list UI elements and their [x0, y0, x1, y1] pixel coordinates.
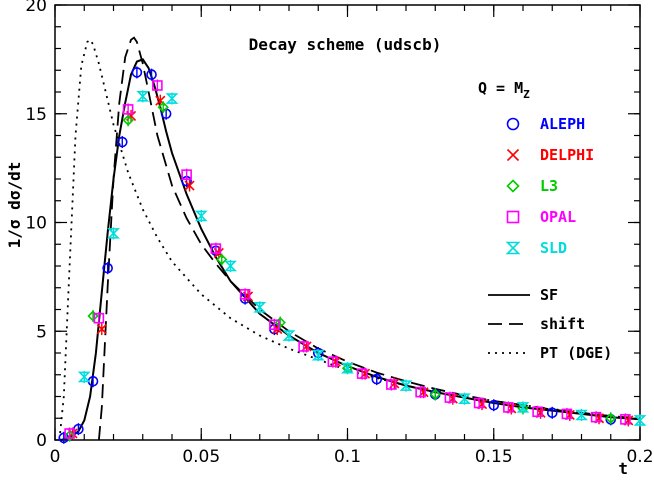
l3-point — [274, 316, 286, 329]
sld-point — [282, 330, 296, 341]
aleph-point — [146, 69, 157, 80]
opal-point — [444, 392, 456, 403]
legend-marker-delphi — [506, 148, 520, 162]
legend-label-shift: shift — [540, 315, 585, 333]
legend-label-aleph: ALEPH — [540, 115, 585, 133]
opal-point — [269, 319, 280, 331]
legend-marker-l3 — [506, 179, 520, 193]
y-tick-label: 15 — [25, 105, 47, 125]
legend-marker-opal — [506, 210, 520, 224]
opal-point — [298, 341, 309, 352]
opal-point — [181, 169, 192, 180]
l3-point — [429, 388, 441, 400]
l3-point — [122, 114, 134, 126]
l3-point — [63, 430, 76, 442]
l3-point — [87, 310, 99, 322]
opal-point — [386, 379, 397, 390]
opal-point — [93, 312, 105, 324]
axis-ticks: 0 0.05 0.1 0.15 0.2 0 5 10 15 20 — [25, 0, 653, 467]
sld-point — [399, 380, 413, 391]
opal-point — [590, 411, 602, 423]
sld-point — [516, 402, 530, 413]
x-tick-label: 0.1 — [334, 447, 361, 467]
legend-label-l3: L3 — [540, 177, 558, 195]
sld-point — [341, 362, 354, 374]
sld-point — [136, 91, 150, 102]
sld-point — [253, 302, 267, 313]
sld-point — [194, 210, 208, 222]
sld-point — [311, 349, 325, 361]
legend-marker-aleph — [506, 117, 520, 131]
aleph-point — [371, 373, 383, 385]
opal-point — [620, 414, 631, 425]
opal-point — [415, 386, 426, 398]
opal-point — [210, 243, 222, 254]
opal-point — [239, 288, 251, 300]
aleph-point — [488, 399, 500, 411]
legend-label-pt-dge: PT (DGE) — [540, 344, 612, 362]
opal-point — [561, 408, 573, 420]
aleph-point — [131, 67, 143, 78]
sld-point — [575, 409, 588, 421]
delphi-point — [184, 180, 195, 191]
opal-point — [503, 402, 514, 413]
sld-point — [165, 93, 179, 104]
legend-label-delphi: DELPHI — [540, 146, 594, 164]
opal-point — [64, 428, 75, 439]
aleph-point — [102, 262, 113, 274]
x-tick-label: 0.15 — [475, 447, 513, 467]
y-tick-label: 5 — [36, 322, 47, 342]
legend-header: Q = MZ — [478, 79, 530, 101]
legend-label-sld: SLD — [540, 239, 567, 257]
data-points — [58, 66, 647, 444]
sld-point — [77, 371, 91, 383]
legend-marker-sld — [505, 241, 521, 255]
y-axis-label: 1/σ dσ/dt — [5, 162, 24, 249]
l3-point — [605, 412, 617, 424]
x-tick-label: 0 — [50, 447, 61, 467]
y-tick-label: 0 — [36, 431, 47, 451]
x-axis-label: t — [618, 459, 628, 478]
opal-point — [152, 80, 163, 91]
sld-point — [633, 415, 647, 426]
sld-point — [224, 260, 237, 272]
opal-point — [532, 406, 543, 418]
sld-point — [458, 393, 471, 404]
curve-pt-dge — [58, 38, 641, 441]
delphi-point — [96, 324, 107, 335]
y-tick-label: 20 — [25, 0, 47, 16]
y-tick-label: 10 — [25, 214, 47, 234]
aleph-point — [546, 407, 558, 419]
l3-point — [216, 253, 228, 266]
legend-label-sf: SF — [540, 286, 558, 304]
legend-label-opal: OPAL — [540, 208, 576, 226]
opal-point — [356, 368, 368, 379]
opal-point — [473, 397, 485, 409]
l3-point — [157, 101, 169, 113]
opal-point — [122, 104, 134, 115]
opal-point — [327, 356, 339, 368]
x-tick-label: 0.2 — [626, 447, 653, 467]
chart-title: Decay scheme (udscb) — [249, 35, 442, 54]
x-tick-label: 0.05 — [182, 447, 220, 467]
sld-point — [107, 228, 120, 239]
aleph-point — [116, 136, 128, 148]
